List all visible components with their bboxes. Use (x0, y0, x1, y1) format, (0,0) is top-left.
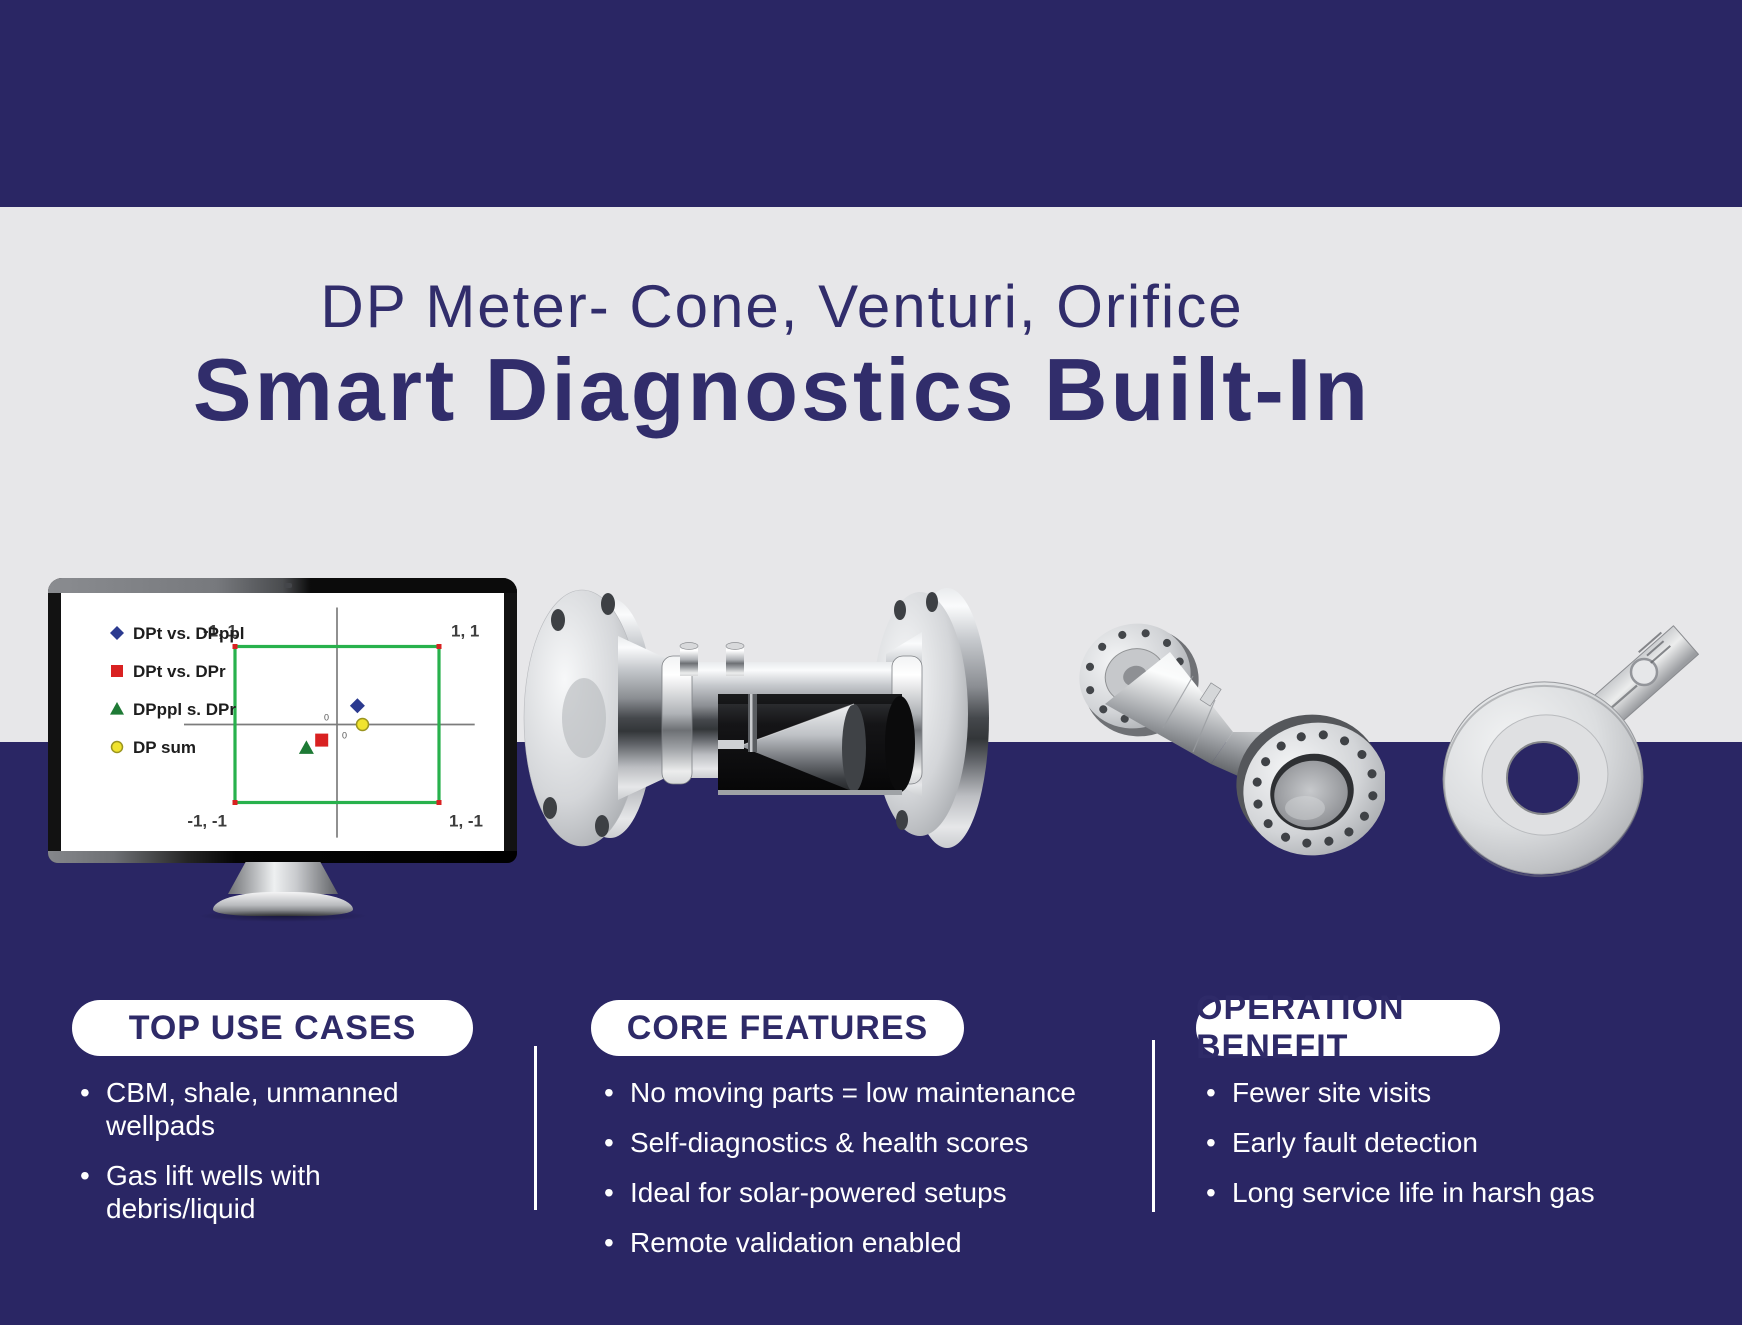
handle-brand-mark (1609, 684, 1638, 710)
svg-text:DPt vs. DPppl: DPt vs. DPppl (133, 624, 244, 643)
page-title: Smart Diagnostics Built-In (192, 340, 1372, 439)
orifice-bore (1506, 741, 1580, 815)
bullet-text: Remote validation enabled (630, 1227, 962, 1258)
column-operation-benefit: OPERATION BENEFIT Fewer site visits Earl… (1180, 989, 1680, 1226)
pill-core-features: CORE FEATURES (591, 1000, 964, 1056)
monitor-top-bezel (48, 578, 517, 593)
svg-text:1, 1: 1, 1 (451, 622, 479, 641)
bullet-list: CBM, shale, unmanned wellpads Gas lift w… (80, 1076, 400, 1225)
bullet-list: No moving parts = low maintenance Self-d… (604, 1076, 1104, 1259)
svg-text:1, -1: 1, -1 (449, 812, 483, 831)
handle-stamp-marks (1638, 631, 1671, 664)
svg-text:DPppl s. DPr: DPppl s. DPr (133, 700, 236, 719)
orifice-disc (1442, 681, 1644, 878)
bullet-item: Early fault detection (1206, 1126, 1666, 1159)
column-divider (1152, 1040, 1155, 1212)
monitor-stand-shadow (197, 910, 369, 922)
pill-top-use-cases: TOP USE CASES (72, 1000, 473, 1056)
bullet-text: Self-diagnostics & health scores (630, 1127, 1029, 1158)
bullet-item: Remote validation enabled (604, 1226, 1104, 1259)
bullet-text: Long service life in harsh gas (1232, 1177, 1595, 1208)
svg-text:0: 0 (342, 731, 347, 741)
cone-meter-cutaway (718, 694, 915, 795)
orifice-plate-image (1442, 625, 1699, 878)
internal-cone (739, 703, 866, 792)
column-divider (534, 1046, 537, 1210)
column-core-features: CORE FEATURES No moving parts = low main… (560, 1000, 1076, 1276)
svg-text:DPt vs. DPr: DPt vs. DPr (133, 662, 226, 681)
svg-text:-1, -1: -1, -1 (187, 812, 227, 831)
venturi-tap-fitting (1199, 682, 1222, 707)
bullet-item: Gas lift wells with debris/liquid (80, 1159, 400, 1225)
bullet-text: Early fault detection (1232, 1127, 1478, 1158)
navy-band-top (0, 0, 1742, 207)
bullet-text: Gas lift wells with debris/liquid (106, 1160, 321, 1224)
bullet-text: No moving parts = low maintenance (630, 1077, 1076, 1108)
bullet-text: Fewer site visits (1232, 1077, 1432, 1108)
handle-hole (1629, 657, 1659, 687)
monitor-bottom-bezel (48, 851, 517, 863)
svg-text:DP sum: DP sum (133, 738, 196, 757)
bullet-item: No moving parts = low maintenance (604, 1076, 1104, 1109)
bullet-item: Long service life in harsh gas (1206, 1176, 1666, 1209)
cone-meter-left-flange (523, 589, 678, 847)
bullet-list: Fewer site visits Early fault detection … (1206, 1076, 1666, 1209)
bullet-item: CBM, shale, unmanned wellpads (80, 1076, 400, 1142)
column-top-use-cases: TOP USE CASES CBM, shale, unmanned wellp… (64, 1000, 494, 1242)
cone-meter-image (523, 588, 989, 848)
venturi-outlet-flange (1236, 714, 1385, 856)
page-subtitle: DP Meter- Cone, Venturi, Orifice (320, 273, 1244, 340)
pill-label: CORE FEATURES (626, 1008, 929, 1047)
bullet-item: Self-diagnostics & health scores (604, 1126, 1104, 1159)
pill-label: OPERATION BENEFIT (1196, 989, 1405, 1066)
pressure-tap-fittings (679, 642, 745, 676)
bullet-text: CBM, shale, unmanned wellpads (106, 1077, 399, 1141)
bullet-text: Ideal for solar-powered setups (630, 1177, 1007, 1208)
pill-label: TOP USE CASES (128, 1008, 417, 1047)
monitor-camera-dot (284, 583, 292, 588)
monitor-stand-base (213, 892, 353, 916)
bullet-item: Ideal for solar-powered setups (604, 1176, 1104, 1209)
pill-operation-benefit: OPERATION BENEFIT (1196, 989, 1500, 1066)
bullet-item: Fewer site visits (1206, 1076, 1666, 1109)
svg-text:0: 0 (324, 713, 329, 723)
venturi-meter-image (1079, 623, 1385, 856)
svg-text:-1, 1: -1, 1 (203, 622, 237, 641)
monitor-stand-neck (228, 862, 338, 894)
